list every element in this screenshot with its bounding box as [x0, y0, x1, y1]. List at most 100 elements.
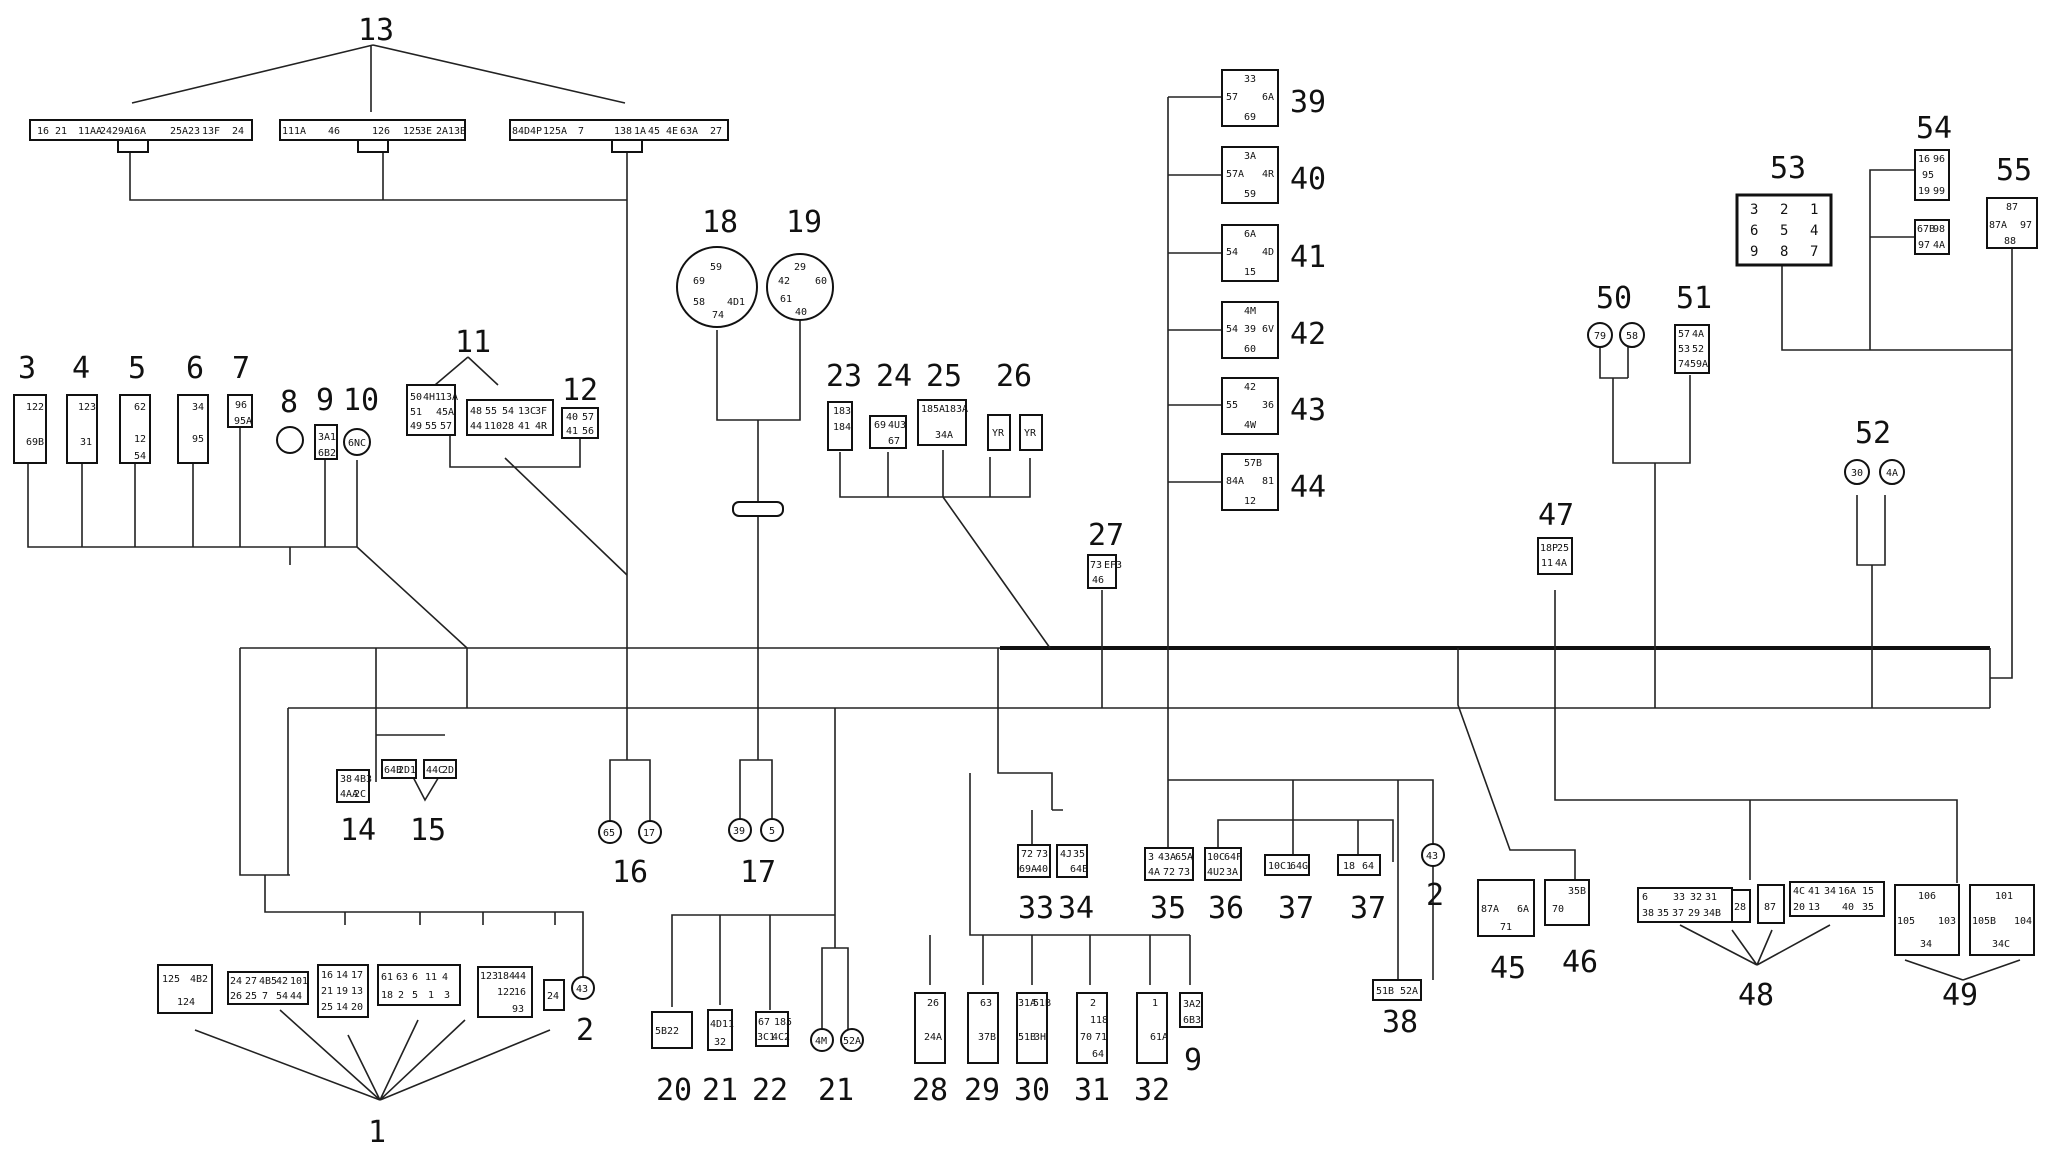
pin: 105B — [1972, 916, 1996, 927]
connector-36-body — [1204, 847, 1242, 881]
pin: 3 — [1148, 852, 1154, 863]
pin: 44C — [426, 765, 444, 776]
pin: 2 — [1780, 202, 1788, 218]
callout-34: 34 — [1058, 891, 1094, 926]
pin: 97 — [2020, 220, 2032, 231]
pin: 54 — [502, 406, 514, 417]
pin: 65 — [603, 828, 615, 839]
pin: 13F — [202, 126, 220, 137]
pin: 17 — [643, 828, 655, 839]
pin: 81 — [1262, 476, 1274, 487]
pin: 111A — [282, 126, 306, 137]
pin: 69 — [1244, 112, 1256, 123]
pin: 73 — [1036, 849, 1048, 860]
connector-13: 16 21 11AA 24 29A 16A 25A 23 13F 24 111A… — [29, 119, 729, 153]
connector-1f-body — [543, 979, 565, 1011]
pin: 39 — [733, 826, 745, 837]
pin: 42 — [276, 976, 288, 987]
pin: 4H1 — [423, 392, 441, 403]
pin: 16 — [321, 970, 333, 981]
pin: 27 — [245, 976, 257, 987]
connectors-11-12: 50 4H1 13A 51 45A 49 55 57 48 55 54 13C … — [406, 384, 599, 439]
connectors-23-27: 183 184 69 4U3 67 185A 183A 34A YR YR 73… — [827, 399, 1122, 589]
pin: 18P — [1540, 543, 1558, 554]
pin: 70 — [1080, 1032, 1092, 1043]
connector-22-body — [755, 1011, 789, 1047]
connector-20-body — [651, 1011, 693, 1049]
pin: 15 — [1244, 267, 1256, 278]
connector-14-body — [336, 769, 370, 803]
pin: 124 — [177, 997, 195, 1008]
connector-1b-body — [227, 971, 309, 1005]
connector-48a-body — [1637, 887, 1733, 923]
callout-1: 1 — [368, 1115, 386, 1150]
connector-47-body — [1537, 537, 1573, 575]
connector-26b-body — [1019, 414, 1043, 451]
pin: 125 — [403, 126, 421, 137]
pin: 96 — [235, 400, 247, 411]
callout-21a: 21 — [702, 1073, 738, 1108]
pin: YR — [1024, 428, 1037, 439]
callout-22: 22 — [752, 1073, 788, 1108]
pin: 61 — [381, 972, 393, 983]
callout-51: 51 — [1676, 281, 1712, 316]
pin: 53 — [1678, 344, 1690, 355]
pin: 11AA — [78, 126, 102, 137]
connector-13-spokes — [131, 44, 626, 112]
pin: 34C — [1992, 939, 2010, 950]
pin: 69 — [693, 276, 705, 287]
pin: 106 — [1918, 891, 1936, 902]
pin: 12 — [134, 434, 146, 445]
callout-29: 29 — [964, 1073, 1000, 1108]
callout-27: 27 — [1088, 518, 1124, 553]
pin: 13C — [518, 406, 536, 417]
connector-21b-body — [810, 1028, 834, 1052]
pin: 54 — [134, 451, 146, 462]
connector-48d-body — [1789, 881, 1885, 917]
connector-38-body — [1372, 979, 1422, 1001]
pin: 32 — [1690, 892, 1702, 903]
pin: 5 — [1780, 223, 1788, 239]
pin: 1A — [634, 126, 646, 137]
pin: 64E — [1070, 864, 1088, 875]
connector-18-body — [676, 246, 758, 328]
connector-52b-body — [1879, 459, 1905, 485]
connector-1d-body — [377, 964, 461, 1006]
callout-24: 24 — [876, 359, 912, 394]
pin: 4P — [530, 126, 542, 137]
branch-52 — [1856, 495, 1886, 708]
callout-6: 6 — [186, 351, 204, 386]
pin: 40 — [1842, 902, 1854, 913]
pin: 4A — [1886, 468, 1898, 479]
pin: 57B — [1244, 458, 1262, 469]
pin: 58 — [1626, 331, 1638, 342]
pin: 16 — [514, 987, 526, 998]
branch-13-to-trunk — [609, 575, 651, 840]
pin: 74 — [712, 310, 724, 321]
connector-33-body — [1017, 844, 1051, 878]
pin: 27 — [710, 126, 722, 137]
connector-1c-body — [317, 964, 369, 1018]
pin: 6 — [1642, 892, 1648, 903]
connector-1a-body — [157, 964, 213, 1014]
connector-11-spokes — [434, 356, 499, 386]
pin: 184 — [497, 971, 515, 982]
pin: 4 — [1810, 223, 1818, 239]
pin: 96 — [1933, 154, 1945, 165]
pin: 52A — [843, 1036, 861, 1047]
pin: 12 — [1244, 496, 1256, 507]
pin: 13 — [351, 986, 363, 997]
callout-39: 39 — [1290, 85, 1326, 120]
callout-11: 11 — [455, 325, 491, 360]
connector-3-body — [13, 394, 47, 464]
connector-21a-body — [707, 1009, 733, 1051]
callout-41: 41 — [1290, 240, 1326, 275]
connector-group-1: 125 4B2 124 24 27 4B5 42 101 26 25 7 54 … — [157, 964, 595, 1018]
branch-3-10 — [27, 427, 468, 708]
pin: 26 — [230, 991, 242, 1002]
pin: 40 — [795, 307, 807, 318]
pin: 6A — [1262, 92, 1274, 103]
pin: 23 — [188, 126, 200, 137]
pin: 52 — [1692, 344, 1704, 355]
pin: 5 — [412, 990, 418, 1001]
